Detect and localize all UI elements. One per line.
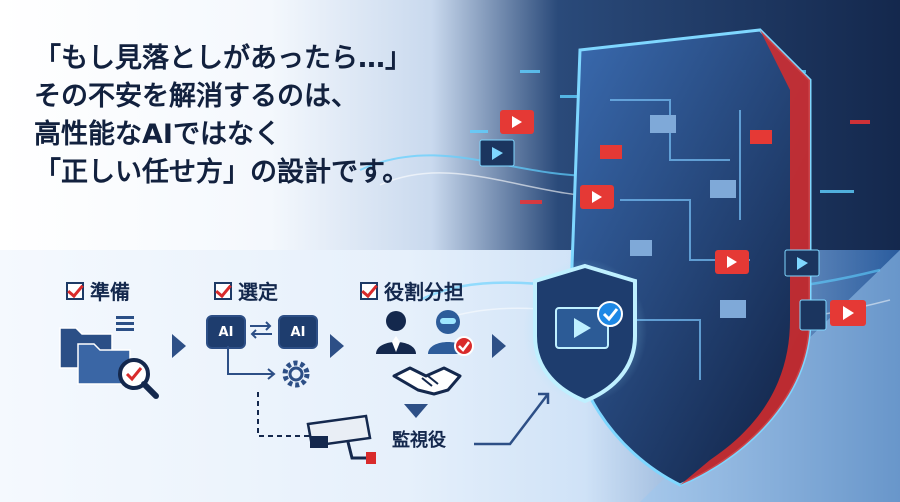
checkbox-checked-icon bbox=[360, 281, 378, 300]
arrow-down-icon bbox=[404, 404, 428, 418]
step-select: 選定 bbox=[214, 276, 278, 305]
headline: 「もし見落としがあったら…」 その不安を解消するのは、 高性能なAIではなく 「… bbox=[34, 40, 412, 192]
folder-search-icon bbox=[59, 316, 159, 399]
step-label: 準備 bbox=[90, 280, 130, 304]
step-prepare: 準備 bbox=[66, 276, 130, 305]
ai-chip-label: AI bbox=[290, 324, 306, 340]
arrow-right-icon bbox=[492, 334, 506, 358]
arrow-to-shield bbox=[474, 392, 550, 446]
handshake-icon bbox=[392, 366, 462, 396]
headline-line-2: その不安を解消するのは、 bbox=[34, 81, 358, 112]
checkbox-checked-icon bbox=[66, 281, 84, 300]
headline-line-3: 高性能なAIではなく bbox=[34, 119, 281, 150]
cctv-camera-icon bbox=[306, 414, 376, 464]
arrow-right-icon bbox=[330, 334, 344, 358]
step-label: 選定 bbox=[238, 280, 278, 304]
person-icon bbox=[376, 311, 416, 354]
checkbox-checked-icon bbox=[214, 281, 232, 300]
video-play-icon bbox=[479, 110, 866, 331]
step-label: 役割分担 bbox=[384, 280, 464, 304]
shield-icon bbox=[523, 259, 647, 404]
step-role-division: 役割分担 bbox=[360, 276, 464, 305]
swap-arrows-icon bbox=[250, 321, 272, 339]
monitor-label: 監視役 bbox=[392, 430, 446, 451]
headline-line-1: 「もし見落としがあったら…」 bbox=[34, 43, 412, 74]
headline-line-4: 「正しい任せ方」の設計です。 bbox=[34, 157, 410, 188]
ai-chip-icon: AI bbox=[278, 315, 318, 349]
robot-icon bbox=[428, 310, 474, 356]
arrow-right-icon bbox=[172, 334, 186, 358]
ai-chip-label: AI bbox=[218, 324, 234, 340]
ai-chip-icon: AI bbox=[206, 315, 246, 349]
loop-arrow bbox=[227, 346, 276, 380]
gear-icon bbox=[282, 360, 310, 388]
